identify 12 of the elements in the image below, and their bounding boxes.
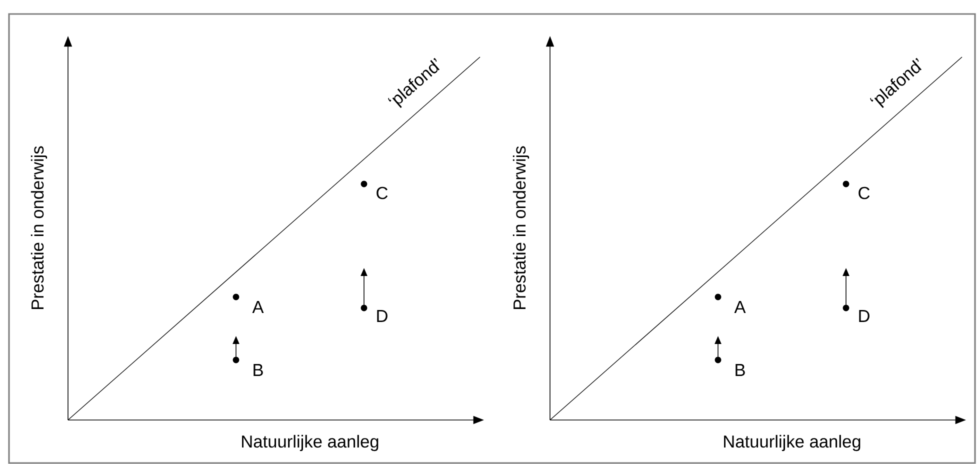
point-label: A bbox=[734, 301, 746, 313]
point-label: A bbox=[252, 301, 264, 313]
axis-title: Natuurlijke aanleg bbox=[242, 434, 378, 452]
axis-title: Prestatie in onderwijs bbox=[512, 146, 530, 309]
point-label: B bbox=[736, 364, 745, 376]
axis-title: Prestatie in onderwijs bbox=[30, 146, 48, 309]
point-label: B bbox=[254, 364, 263, 376]
point-label: D bbox=[377, 310, 388, 322]
point-label: C bbox=[858, 186, 870, 200]
point-label: D bbox=[859, 310, 870, 322]
axis-title: Natuurlijke aanleg bbox=[724, 434, 860, 452]
point-label: C bbox=[376, 186, 388, 200]
